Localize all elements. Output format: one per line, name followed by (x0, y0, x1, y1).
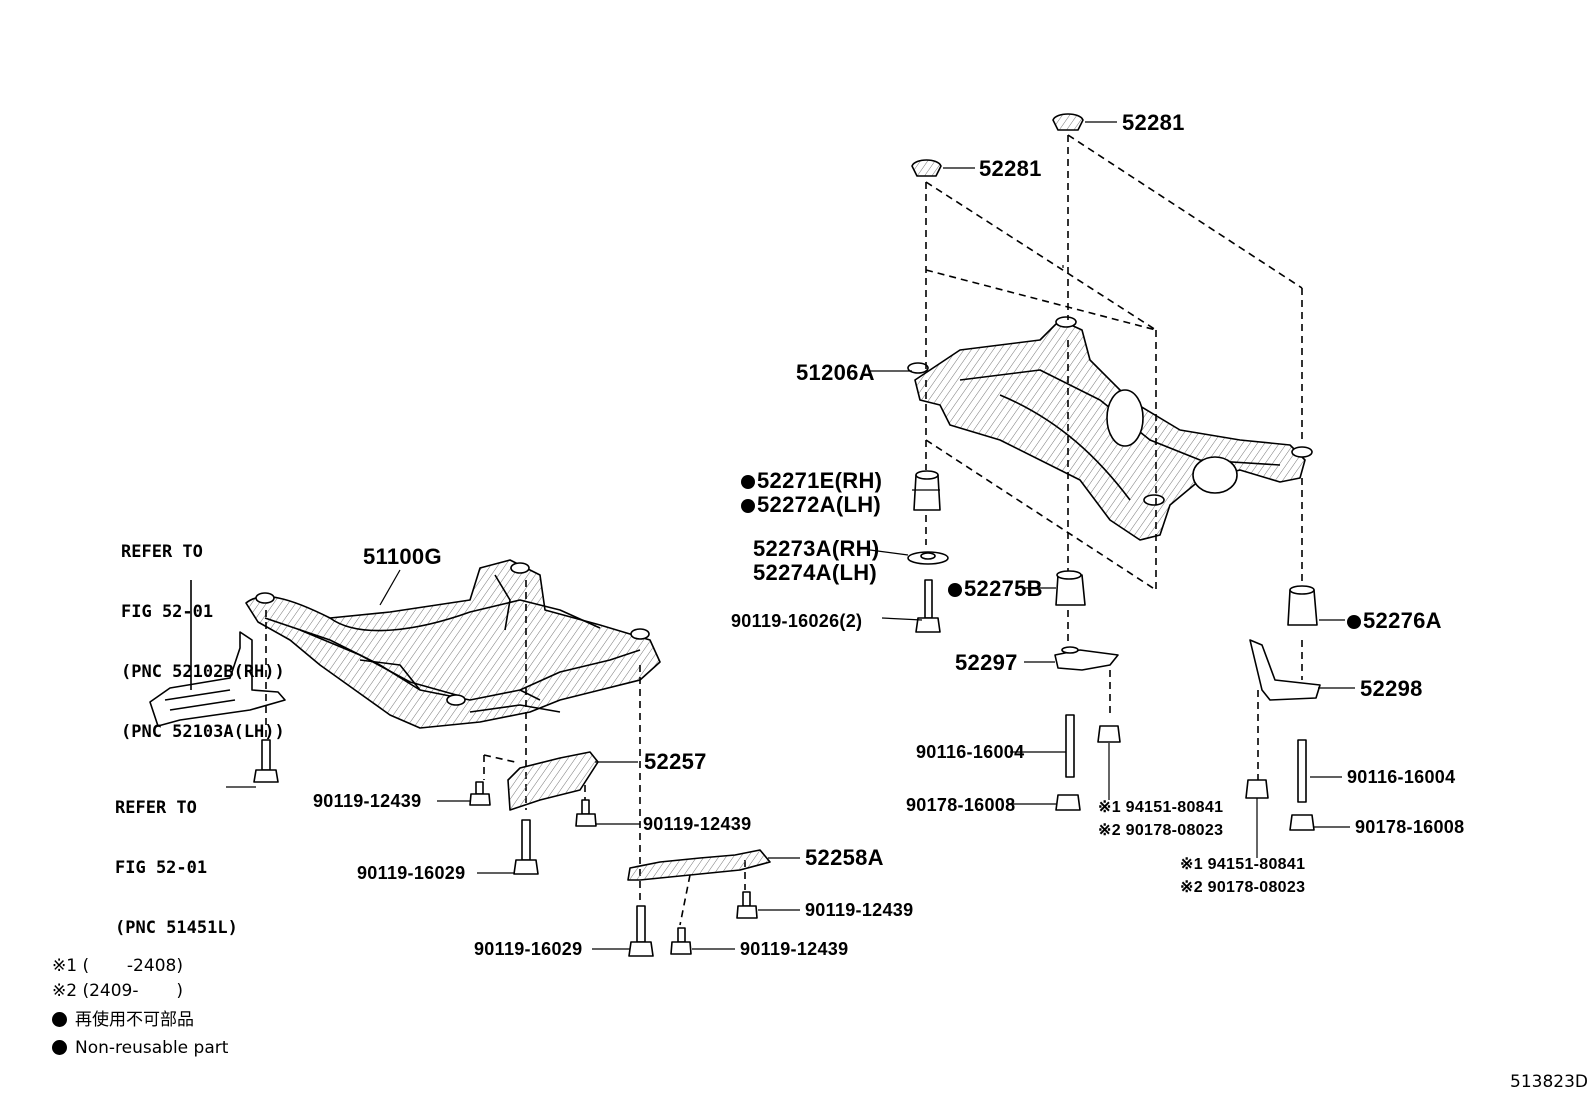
part-label-52275B: 52275B (948, 578, 1043, 600)
rear-dashed-guides (925, 134, 1303, 780)
part-label-52273A: 52273A(RH) (753, 536, 880, 561)
part-label-94151-80841: ※1 94151-80841 (1180, 856, 1306, 873)
part-label-51100G: 51100G (363, 544, 442, 569)
front-subframe-51100G (245, 559, 661, 729)
legend-nonreusable-jp: 再使用不可部品 (52, 1012, 194, 1029)
part-label-52272A: 52272A(LH) (741, 494, 881, 516)
rear-hardware (907, 113, 1321, 831)
part-label-52298: 52298 (1360, 676, 1423, 701)
non-reusable-dot (1347, 615, 1361, 629)
part-label-90119-12439: 90119-12439 (805, 900, 914, 920)
bracket-left (149, 580, 286, 727)
part-label-90119-16026: 90119-16026(2) (731, 611, 863, 631)
part-label-90119-12439: 90119-12439 (643, 814, 752, 834)
legend-nonreusable-en: Non-reusable part (52, 1040, 228, 1057)
front-bolts (253, 739, 758, 957)
ref-line: REFER TO (121, 542, 203, 562)
part-label-52276A: 52276A (1347, 610, 1442, 632)
part-label-94151-80841: ※1 94151-80841 (1098, 799, 1224, 816)
legend-text: 再使用不可部品 (75, 1010, 194, 1030)
part-label-90116-16004: 90116-16004 (1347, 767, 1456, 787)
ref-line: FIG 52-01 (121, 602, 214, 622)
part-label-52258A: 52258A (805, 845, 884, 870)
part-label-52281: 52281 (979, 156, 1042, 181)
ref-line: (PNC 51451L) (115, 918, 238, 938)
part-label-52297: 52297 (955, 650, 1018, 675)
part-label-51206A: 51206A (796, 360, 875, 385)
part-label-52257: 52257 (644, 749, 707, 774)
part-number: 52271E(RH) (757, 468, 883, 493)
legend-text: Non-reusable part (75, 1038, 229, 1058)
non-reusable-dot (741, 499, 755, 513)
brace-52258A (627, 849, 771, 881)
part-number: 52272A(LH) (757, 492, 882, 517)
part-label-90119-16029: 90119-16029 (474, 939, 583, 959)
non-reusable-dot (52, 1012, 67, 1027)
ref-line: (PNC 52102B(RH)) (121, 662, 285, 682)
figure-id: 513823D (1510, 1072, 1588, 1092)
part-label-52274A: 52274A(LH) (753, 560, 878, 585)
part-label-52281: 52281 (1122, 110, 1185, 135)
reference-top-left: REFER TO FIG 52-01 (PNC 52102B(RH)) (PNC… (121, 502, 285, 762)
non-reusable-dot (52, 1040, 67, 1055)
part-label-90178-08023: ※2 90178-08023 (1180, 879, 1306, 896)
part-label-90119-12439: 90119-12439 (313, 791, 422, 811)
reference-bottom-left: REFER TO FIG 52-01 (PNC 51451L) (115, 758, 238, 958)
legend-note-2: ※2 (2409- ) (52, 981, 183, 1001)
non-reusable-dot (948, 583, 962, 597)
ref-line: REFER TO (115, 798, 197, 818)
legend-note-1: ※1 ( -2408) (52, 956, 183, 976)
part-label-90178-16008: 90178-16008 (906, 795, 1016, 815)
ref-line: (PNC 52103A(LH)) (121, 722, 285, 742)
ref-line: FIG 52-01 (115, 858, 208, 878)
part-label-90116-16004: 90116-16004 (916, 742, 1025, 762)
part-label-90178-08023: ※2 90178-08023 (1098, 822, 1224, 839)
part-label-52271E: 52271E(RH) (741, 470, 882, 492)
leader-lines (226, 121, 1355, 950)
part-label-90178-16008: 90178-16008 (1355, 817, 1465, 837)
part-number: 52275B (964, 576, 1043, 601)
part-label-90119-12439: 90119-12439 (740, 939, 849, 959)
part-number: 52276A (1363, 608, 1442, 633)
non-reusable-dot (741, 475, 755, 489)
rear-subframe-51206A (907, 316, 1313, 541)
part-label-90119-16029: 90119-16029 (357, 863, 466, 883)
